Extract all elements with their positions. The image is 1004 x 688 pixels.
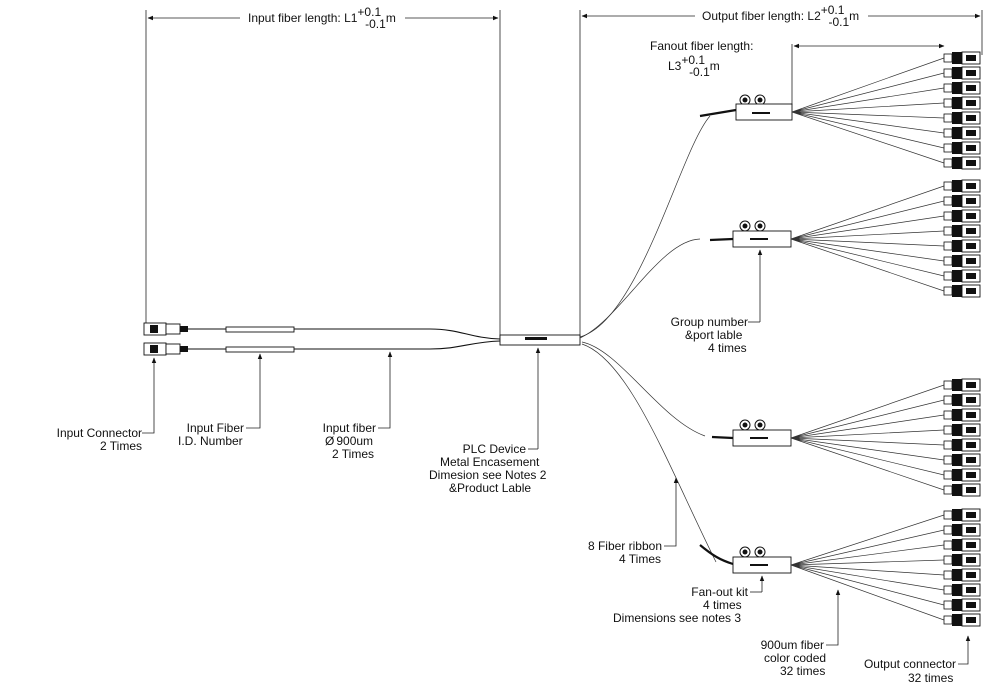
output-connector xyxy=(943,538,981,552)
svg-text:I.D. Number: I.D. Number xyxy=(178,434,243,448)
output-connector-annotation: Output connector 32 times xyxy=(864,635,971,685)
svg-text:2 Times: 2 Times xyxy=(332,447,374,461)
output-connector xyxy=(943,553,981,567)
svg-text:900um fiber: 900um fiber xyxy=(761,638,824,652)
output-length-dimension: Output fiber length: L2+0.1-0.1m xyxy=(579,3,983,338)
output-connector xyxy=(943,141,981,155)
input-connector-top xyxy=(143,322,188,336)
svg-text:color coded: color coded xyxy=(764,651,826,665)
output-connector xyxy=(943,81,981,95)
fanout-kit-annotation: Fan-out kit 4 times Dimensions see notes… xyxy=(613,575,765,625)
fiber-ribbon-annotation: 8 Fiber ribbon 4 Times xyxy=(588,477,679,566)
input-fibers xyxy=(188,326,501,353)
svg-text:&port lable: &port lable xyxy=(685,328,743,342)
svg-text:2 Times: 2 Times xyxy=(100,439,142,453)
output-connector xyxy=(943,179,981,193)
fanout-length-dimension: Fanout fiber length: L3+0.1-0.1m xyxy=(650,39,945,105)
output-connector xyxy=(943,378,981,392)
fanout-length-value: L3+0.1-0.1m xyxy=(668,53,720,79)
svg-text:Metal Encasement: Metal Encasement xyxy=(440,455,540,469)
svg-text:Output connector: Output connector xyxy=(864,657,956,671)
svg-text:Input fiber: Input fiber xyxy=(323,421,376,435)
output-connector xyxy=(943,423,981,437)
output-connector xyxy=(943,224,981,238)
fanout-length-title: Fanout fiber length: xyxy=(650,39,753,53)
output-connector xyxy=(943,254,981,268)
output-connector xyxy=(943,239,981,253)
output-connector xyxy=(943,408,981,422)
input-fiber-id-annotation: Input Fiber I.D. Number xyxy=(178,353,263,448)
svg-text:8 Fiber ribbon: 8 Fiber ribbon xyxy=(588,539,662,553)
output-connector xyxy=(943,438,981,452)
output-connector xyxy=(943,269,981,283)
output-connector xyxy=(943,483,981,497)
fiber-id-label-top xyxy=(225,326,295,333)
output-connector xyxy=(943,468,981,482)
svg-text:4 times: 4 times xyxy=(703,598,742,612)
svg-text:4 times: 4 times xyxy=(708,341,747,355)
output-connector xyxy=(943,284,981,298)
fanout-group-4 xyxy=(732,514,945,621)
output-connector xyxy=(943,598,981,612)
output-connectors xyxy=(943,51,981,627)
output-connector xyxy=(943,508,981,522)
fiber-id-label-bottom xyxy=(225,346,295,353)
output-connector xyxy=(943,583,981,597)
output-connector xyxy=(943,126,981,140)
output-connector xyxy=(943,194,981,208)
svg-text:Input Connector: Input Connector xyxy=(57,426,142,440)
input-length-dimension: Input fiber length: L1+0.1-0.1m xyxy=(145,5,501,338)
svg-text:&Product Lable: &Product Lable xyxy=(449,481,531,495)
output-connector xyxy=(943,66,981,80)
svg-text:Dimesion see Notes 2: Dimesion see Notes 2 xyxy=(429,468,547,482)
svg-text:Dimensions see notes 3: Dimensions see notes 3 xyxy=(613,611,741,625)
output-connector xyxy=(943,156,981,170)
fiber-900-annotation: 900um fiber color coded 32 times xyxy=(761,589,841,678)
input-connector-bottom xyxy=(143,342,188,356)
svg-text:Input Fiber: Input Fiber xyxy=(187,421,244,435)
output-connector xyxy=(943,613,981,627)
output-connector xyxy=(943,453,981,467)
output-connector xyxy=(943,209,981,223)
output-connector xyxy=(943,51,981,65)
diameter-symbol: Ø xyxy=(325,434,334,448)
group-number-annotation: Group number &port lable 4 times xyxy=(671,249,763,355)
fanout-group-2 xyxy=(732,185,945,292)
plc-device xyxy=(499,334,581,346)
svg-text:Fan-out kit: Fan-out kit xyxy=(691,585,748,599)
svg-text:4 Times: 4 Times xyxy=(619,552,661,566)
input-length-label: Input fiber length: L1+0.1-0.1m xyxy=(248,5,396,31)
fiber-ribbons xyxy=(579,108,737,566)
fanout-group-1 xyxy=(735,57,945,164)
fanout-group-3 xyxy=(732,384,945,491)
output-length-label: Output fiber length: L2+0.1-0.1m xyxy=(702,3,859,29)
svg-text:PLC Device: PLC Device xyxy=(463,442,527,456)
svg-text:Group number: Group number xyxy=(671,315,748,329)
svg-text:32 times: 32 times xyxy=(780,664,825,678)
output-connector xyxy=(943,111,981,125)
output-connector xyxy=(943,523,981,537)
output-connector xyxy=(943,393,981,407)
input-connector-annotation: Input Connector 2 Times xyxy=(57,357,157,453)
output-connector xyxy=(943,568,981,582)
plc-device-annotation: PLC Device Metal Encasement Dimesion see… xyxy=(429,347,547,495)
svg-text:32 times: 32 times xyxy=(908,671,953,685)
output-connector xyxy=(943,96,981,110)
